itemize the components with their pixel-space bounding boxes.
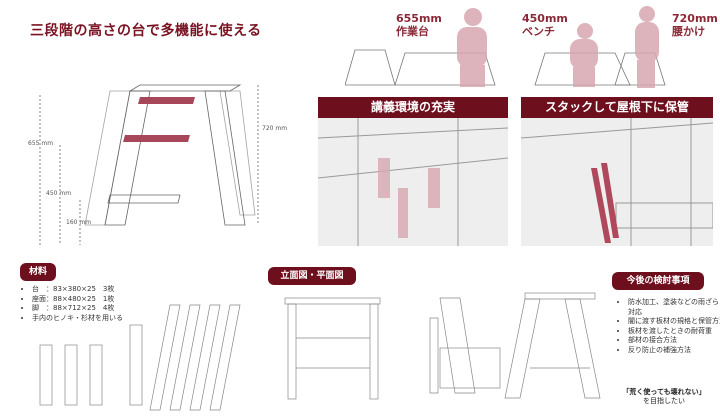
materials-list: 台 ：83×380×25 3枚 座面：88×480×25 1枚 脚 ：88×71… [22, 285, 182, 323]
storage-scene-illustration [521, 118, 713, 246]
materials-parts-drawing [39, 304, 241, 411]
elevation-plan-drawings [284, 292, 601, 400]
future-item: 部材の接合方法 [628, 336, 720, 346]
future-item: 板材を渡したときの耐荷重 [628, 327, 720, 337]
use-illustrations [345, 6, 666, 88]
dim-720: 720 mm [262, 125, 288, 132]
materials-item: 脚 ：88×712×25 4枚 [32, 304, 182, 314]
dim-655: 655 mm [28, 140, 54, 147]
materials-item: 手内のヒノキ・杉材を用いる [32, 314, 182, 324]
future-heading: 今後の検討事項 [612, 272, 704, 290]
future-list: 防水加工、塗装などの雨ざらし対応 闇に渡す板材の規格と保管方法 板材を渡したとき… [618, 298, 720, 355]
future-item: 防水加工、塗装などの雨ざらし対応 [628, 298, 720, 317]
materials-item: 台 ：83×380×25 3枚 [32, 285, 182, 295]
stool-isometric-drawing [39, 84, 259, 245]
banner-storage: スタックして屋根下に保管 [521, 97, 713, 118]
lecture-scene-illustration [318, 118, 508, 246]
dim-160: 160 mm [66, 219, 92, 226]
drawings-heading: 立面図・平面図 [268, 267, 356, 285]
future-item: 反り防止の補強方法 [628, 346, 720, 356]
banner-lecture: 講義環境の充実 [318, 97, 508, 118]
dim-450: 450 mm [46, 190, 72, 197]
future-item: 闇に渡す板材の規格と保管方法 [628, 317, 720, 327]
materials-item: 座面：88×480×25 1枚 [32, 295, 182, 305]
poster-title: 三段階の高さの台で多機能に使える [30, 23, 262, 39]
goal-statement: 「荒く使っても壊れない」を目指したい [622, 388, 706, 405]
materials-heading: 材料 [20, 263, 56, 281]
